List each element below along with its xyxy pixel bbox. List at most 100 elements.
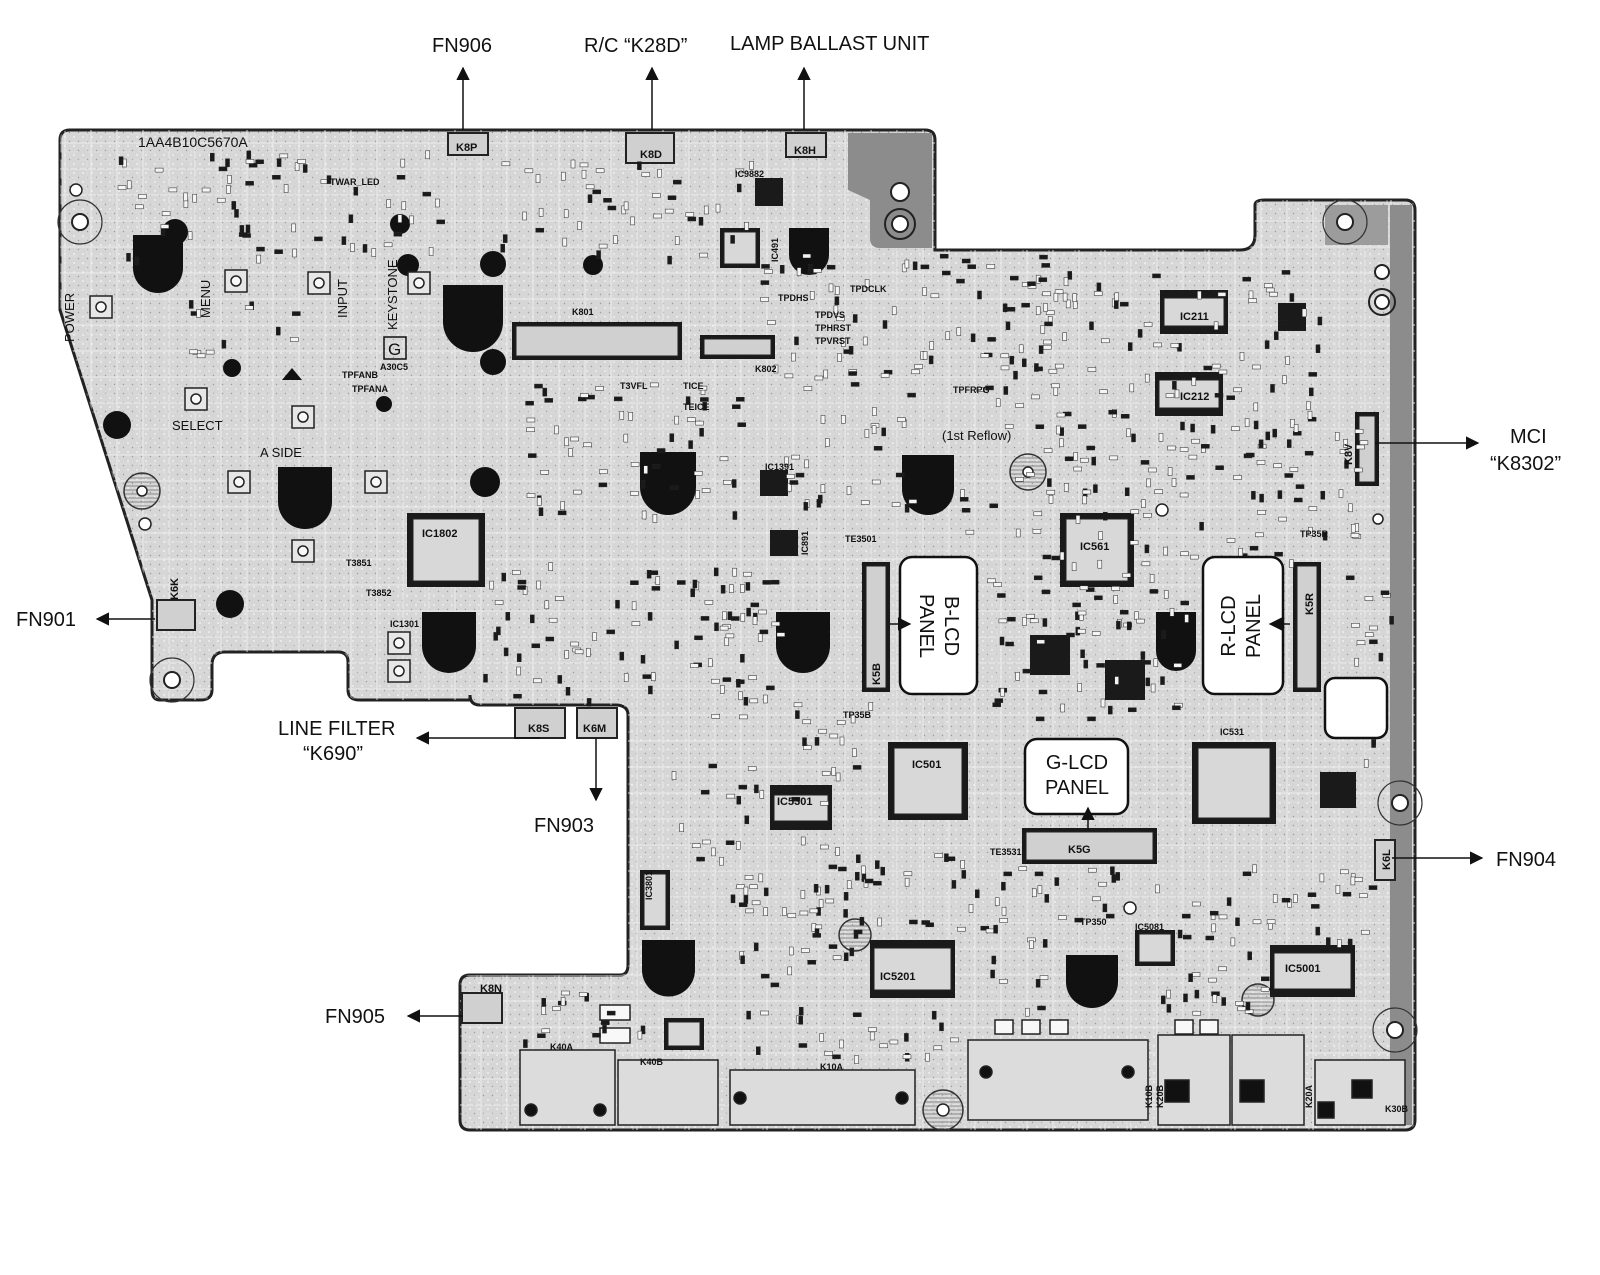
- smd-part: [231, 201, 237, 210]
- smd-part: [836, 720, 846, 725]
- smd-part: [1073, 452, 1078, 461]
- smd-part: [1172, 705, 1181, 711]
- smd-part: [1033, 511, 1043, 517]
- smd-part: [1253, 420, 1259, 430]
- smd-part: [835, 772, 841, 782]
- smd-part: [802, 719, 811, 725]
- smd-part: [746, 1010, 751, 1020]
- smd-part: [1005, 321, 1011, 331]
- smd-part: [976, 387, 985, 392]
- smd-part: [970, 333, 976, 343]
- smd-part: [226, 185, 231, 194]
- tp35r-label: TP35R: [1300, 529, 1329, 539]
- smd-part: [799, 910, 809, 916]
- mci-label-line1: MCI: [1510, 426, 1547, 448]
- smd-part: [911, 369, 920, 375]
- smd-part: [502, 234, 508, 243]
- smd-part: [1286, 439, 1292, 448]
- smd-part: [1099, 389, 1108, 394]
- smd-part: [1281, 897, 1291, 903]
- smd-part: [255, 159, 264, 165]
- smd-part: [1120, 301, 1129, 307]
- smd-part: [643, 465, 648, 474]
- smd-part: [731, 479, 737, 488]
- smd-part: [1097, 559, 1103, 569]
- smd-part: [1015, 528, 1021, 538]
- smd-part: [846, 486, 852, 495]
- smd-part: [1004, 424, 1014, 429]
- smd-part: [1032, 529, 1042, 534]
- smd-part: [615, 599, 620, 609]
- smd-part: [1356, 444, 1365, 450]
- smd-part: [1039, 254, 1048, 260]
- smd-part: [843, 892, 849, 901]
- smd-part: [1235, 917, 1240, 927]
- smd-part: [739, 714, 748, 720]
- smd-part: [1348, 503, 1353, 513]
- smd-part: [1055, 363, 1064, 369]
- smd-part: [993, 924, 998, 934]
- smd-part: [1326, 937, 1331, 946]
- smd-part: [650, 382, 659, 388]
- smd-part: [667, 255, 672, 265]
- smd-part: [1026, 472, 1035, 477]
- smd-part: [1169, 608, 1175, 617]
- smd-part: [930, 293, 940, 299]
- smd-part: [699, 428, 704, 437]
- smd-part: [1380, 590, 1390, 596]
- smd-part: [541, 1006, 546, 1015]
- smd-part: [791, 454, 800, 460]
- smd-part: [798, 1007, 804, 1016]
- smd-part: [201, 187, 211, 193]
- smd-part: [760, 297, 769, 302]
- smd-part: [1233, 475, 1242, 480]
- smd-part: [960, 860, 965, 869]
- ic891-label: IC891: [800, 531, 810, 555]
- smd-part: [637, 1030, 643, 1040]
- b-lcd-panel-label: B-LCD PANEL: [915, 594, 962, 658]
- bottom-io-connectors: [519, 1004, 1406, 1126]
- smd-part: [670, 485, 679, 490]
- smd-part: [564, 650, 569, 659]
- smd-part: [1170, 343, 1180, 348]
- smd-part: [168, 187, 178, 193]
- smd-part: [992, 702, 1001, 708]
- smd-part: [999, 979, 1008, 984]
- smd-part: [1111, 586, 1120, 591]
- smd-part: [737, 422, 746, 427]
- smd-part: [714, 622, 719, 632]
- smd-part: [599, 469, 608, 474]
- smd-part: [239, 225, 245, 234]
- smd-part: [846, 880, 852, 889]
- k5b-label: K5B: [871, 663, 883, 685]
- lcd-panel-cutouts: [890, 555, 1389, 830]
- smd-part: [386, 199, 391, 208]
- smd-part: [1114, 292, 1119, 302]
- smd-part: [800, 836, 806, 846]
- smd-part: [809, 291, 815, 300]
- smd-part: [1150, 683, 1156, 693]
- smd-part: [702, 402, 707, 411]
- smd-part: [744, 875, 754, 880]
- smd-part: [880, 373, 890, 378]
- smd-part: [980, 353, 990, 358]
- smd-part: [836, 316, 845, 322]
- smd-part: [1077, 628, 1086, 634]
- smd-part: [1089, 321, 1094, 331]
- smd-part: [1161, 995, 1166, 1005]
- smd-part: [895, 472, 905, 478]
- smd-part: [891, 306, 897, 315]
- smd-part: [852, 314, 858, 323]
- smd-part: [1047, 478, 1052, 487]
- smd-part: [577, 221, 582, 230]
- smd-part: [798, 1043, 808, 1048]
- callout-fn903: FN903: [534, 738, 603, 837]
- smd-part: [1217, 292, 1227, 297]
- smd-part: [314, 236, 323, 242]
- fn903-label: FN903: [534, 815, 594, 837]
- smd-part: [1265, 431, 1271, 441]
- smd-part: [933, 1045, 943, 1051]
- smd-part: [1171, 478, 1177, 487]
- smd-part: [1194, 989, 1200, 999]
- smd-part: [1080, 457, 1089, 463]
